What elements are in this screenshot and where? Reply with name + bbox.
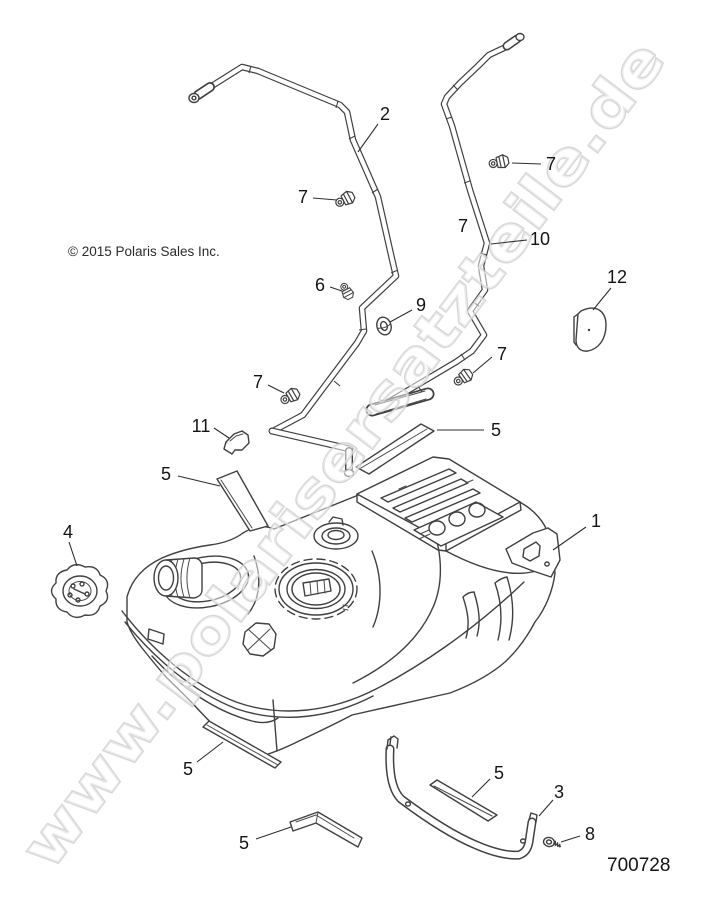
fuel-pump-ring bbox=[274, 558, 358, 620]
tank-top-deck bbox=[356, 456, 537, 575]
foam-strip-on-strap bbox=[429, 779, 498, 822]
callout-5-bottom-middle: 5 bbox=[239, 833, 249, 853]
vent-boss bbox=[313, 516, 359, 550]
grommet-9 bbox=[376, 316, 392, 336]
callout-5-top: 5 bbox=[491, 420, 501, 440]
clip-7-upper-right bbox=[487, 153, 511, 172]
tank-strap bbox=[385, 735, 538, 860]
clip-7-mid-left bbox=[277, 385, 303, 408]
callout-7-mid-right: 7 bbox=[497, 344, 507, 364]
foam-strip-top bbox=[355, 423, 435, 475]
callout-8: 8 bbox=[585, 824, 595, 844]
callout-5-left: 5 bbox=[161, 464, 171, 484]
fuel-cap bbox=[50, 563, 109, 619]
foam-strip-left bbox=[216, 470, 269, 532]
callout-7-upper-left: 7 bbox=[298, 187, 308, 207]
clamp-6 bbox=[337, 280, 356, 302]
foam-strip-bottom-left bbox=[202, 720, 282, 769]
foam-strip-bottom-middle bbox=[289, 811, 363, 848]
callouts: 2 7 7 10 7 6 9 12 7 7 11 5 5 4 1 5 5 5 3… bbox=[63, 104, 627, 853]
callout-10: 10 bbox=[530, 229, 550, 249]
foam-strips bbox=[202, 423, 498, 848]
callout-7-mid-left: 7 bbox=[253, 372, 263, 392]
filler-neck bbox=[153, 555, 250, 609]
callout-2: 2 bbox=[380, 104, 390, 124]
callout-leader-lines bbox=[68, 123, 612, 843]
fuel-line-front bbox=[188, 63, 400, 478]
cover-seal bbox=[573, 307, 607, 352]
callout-1: 1 bbox=[591, 511, 601, 531]
watermark-text: www.polarisersatzteile.de bbox=[8, 27, 679, 881]
callout-5-on-strap: 5 bbox=[494, 763, 504, 783]
tank-mount-bracket bbox=[505, 527, 561, 578]
fuel-tank bbox=[121, 456, 561, 758]
copyright-notice: © 2015 Polaris Sales Inc. bbox=[68, 244, 220, 259]
callout-3: 3 bbox=[554, 782, 564, 802]
bracket-11 bbox=[223, 430, 250, 455]
clip-7-mid-right bbox=[450, 366, 476, 390]
callout-11: 11 bbox=[192, 416, 211, 436]
callout-12: 12 bbox=[607, 267, 627, 287]
strap-screw bbox=[542, 836, 562, 848]
callout-7-upper-right: 7 bbox=[546, 154, 556, 174]
fuel-line-rear bbox=[365, 32, 525, 417]
drawing-number: 700728 bbox=[607, 855, 670, 876]
callout-6: 6 bbox=[315, 275, 325, 295]
callout-9: 9 bbox=[416, 295, 426, 315]
callout-7-on-line: 7 bbox=[458, 216, 468, 236]
callout-5-bottom-left: 5 bbox=[183, 759, 193, 779]
callout-4: 4 bbox=[63, 522, 73, 542]
